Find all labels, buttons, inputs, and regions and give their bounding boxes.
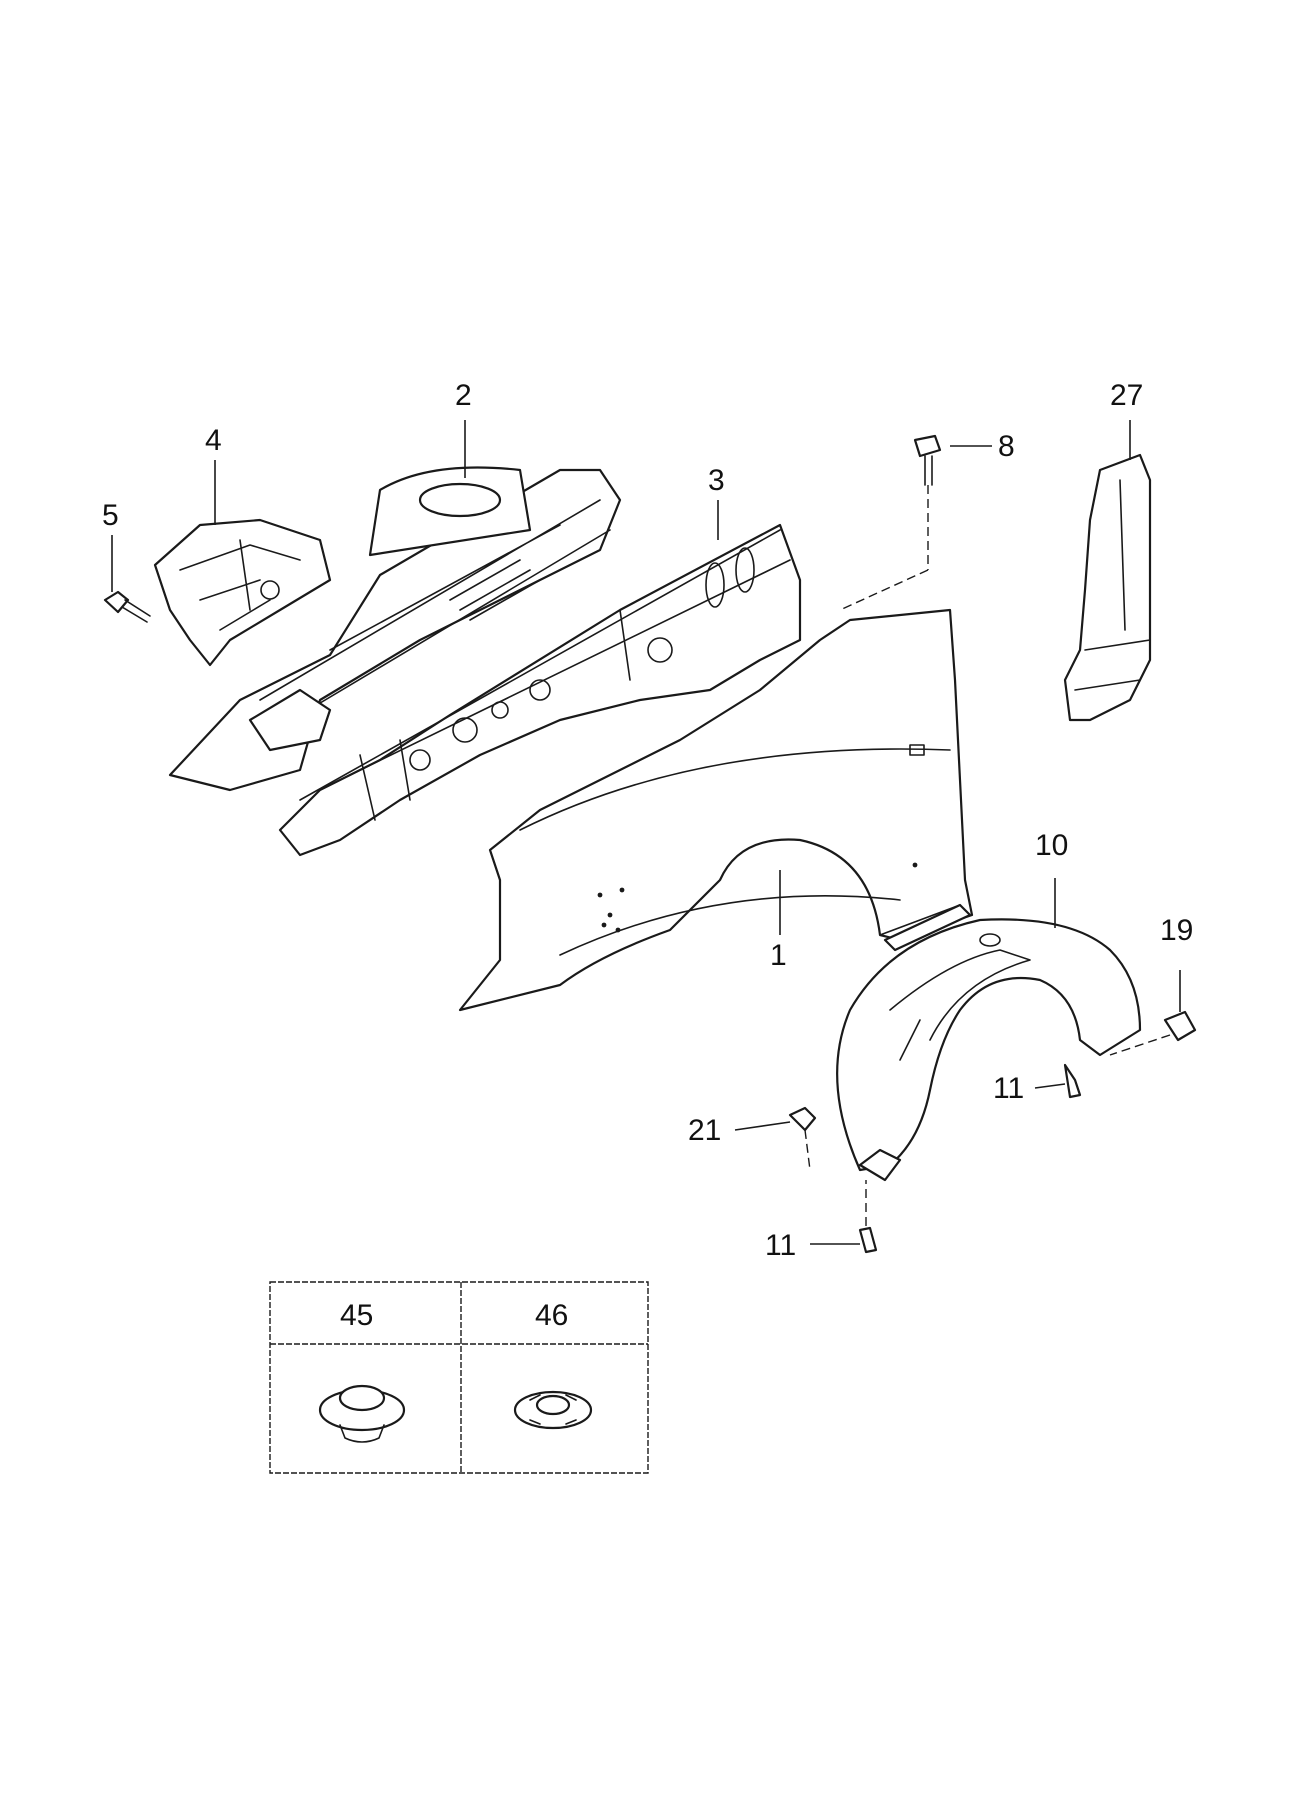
clip-21-part (788, 1106, 817, 1132)
bolt-5-part (103, 590, 151, 623)
fastener-table-col-46: 46 (535, 1299, 568, 1332)
fender-part (458, 608, 974, 1012)
side-member-part (278, 523, 802, 857)
grommet-46-icon (513, 1390, 593, 1430)
seal-panel-part (1063, 453, 1152, 722)
bracket-part (153, 518, 332, 667)
fastener-table: 45 46 (269, 1281, 649, 1474)
callout-11-lower: 11 (765, 1229, 796, 1262)
callout-5: 5 (102, 499, 119, 532)
callout-27: 27 (1110, 379, 1143, 412)
callout-4: 4 (205, 424, 222, 457)
callout-8: 8 (998, 430, 1015, 463)
upper-rail-part (168, 466, 622, 792)
wheel-liner-part (836, 918, 1142, 1182)
callout-3: 3 (708, 464, 725, 497)
screw-11-upper-part (1063, 1063, 1082, 1099)
callout-19: 19 (1160, 914, 1193, 947)
clip-19-part (1163, 1010, 1197, 1042)
callout-10: 10 (1035, 829, 1068, 862)
screw-11-lower-part (858, 1226, 878, 1254)
callout-2: 2 (455, 379, 472, 412)
leader-lines (111, 420, 1181, 1245)
fastener-table-col-45: 45 (340, 1299, 373, 1332)
callout-1: 1 (770, 939, 787, 972)
bolt-8-part (913, 434, 942, 486)
callout-11-upper: 11 (993, 1072, 1024, 1105)
callout-21: 21 (688, 1114, 721, 1147)
grommet-45-icon (318, 1384, 406, 1443)
